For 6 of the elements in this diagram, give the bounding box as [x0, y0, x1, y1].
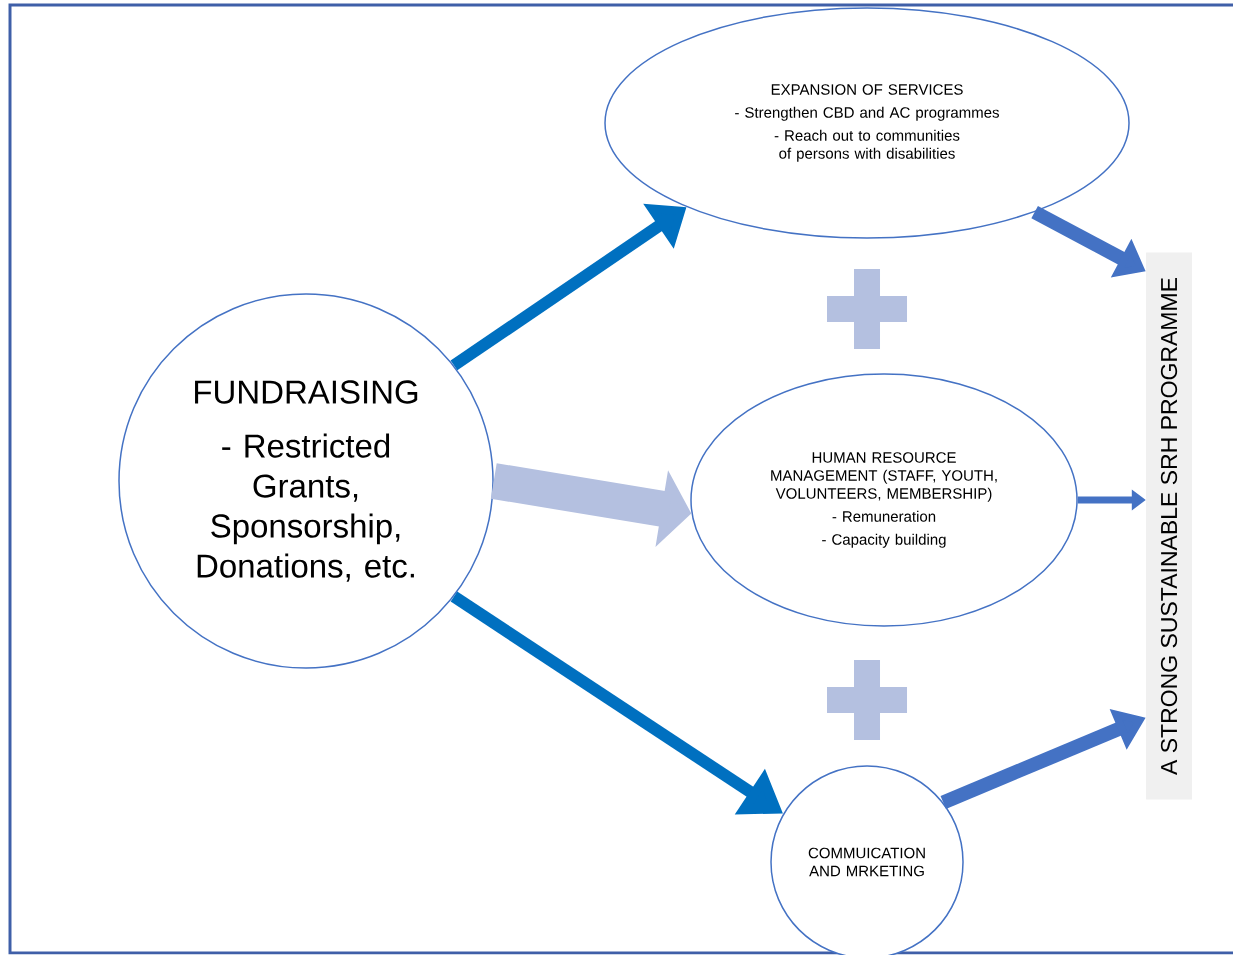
ellipse-node: EXPANSION OF SERVICES - Strengthen CBD and AC programmes - Reach out to communities of persons with disabilities [604, 7, 1130, 239]
vertical-band: A STRONG SUSTAINABLE SRH PROGRAMME [1146, 252, 1192, 800]
ellipse-node: HUMAN RESOURCE MANAGEMENT (STAFF, YOUTH, VOLUNTEERS, MEMBERSHIP) - Remuneration - Capacity building [690, 373, 1078, 627]
circle-node: FUNDRAISING - Restricted Grants, Sponsorship, Donations, etc. [118, 293, 494, 669]
node-label: COMMUICATION AND MRKETING [808, 847, 925, 877]
circle-node: COMMUICATION AND MRKETING [770, 765, 964, 955]
